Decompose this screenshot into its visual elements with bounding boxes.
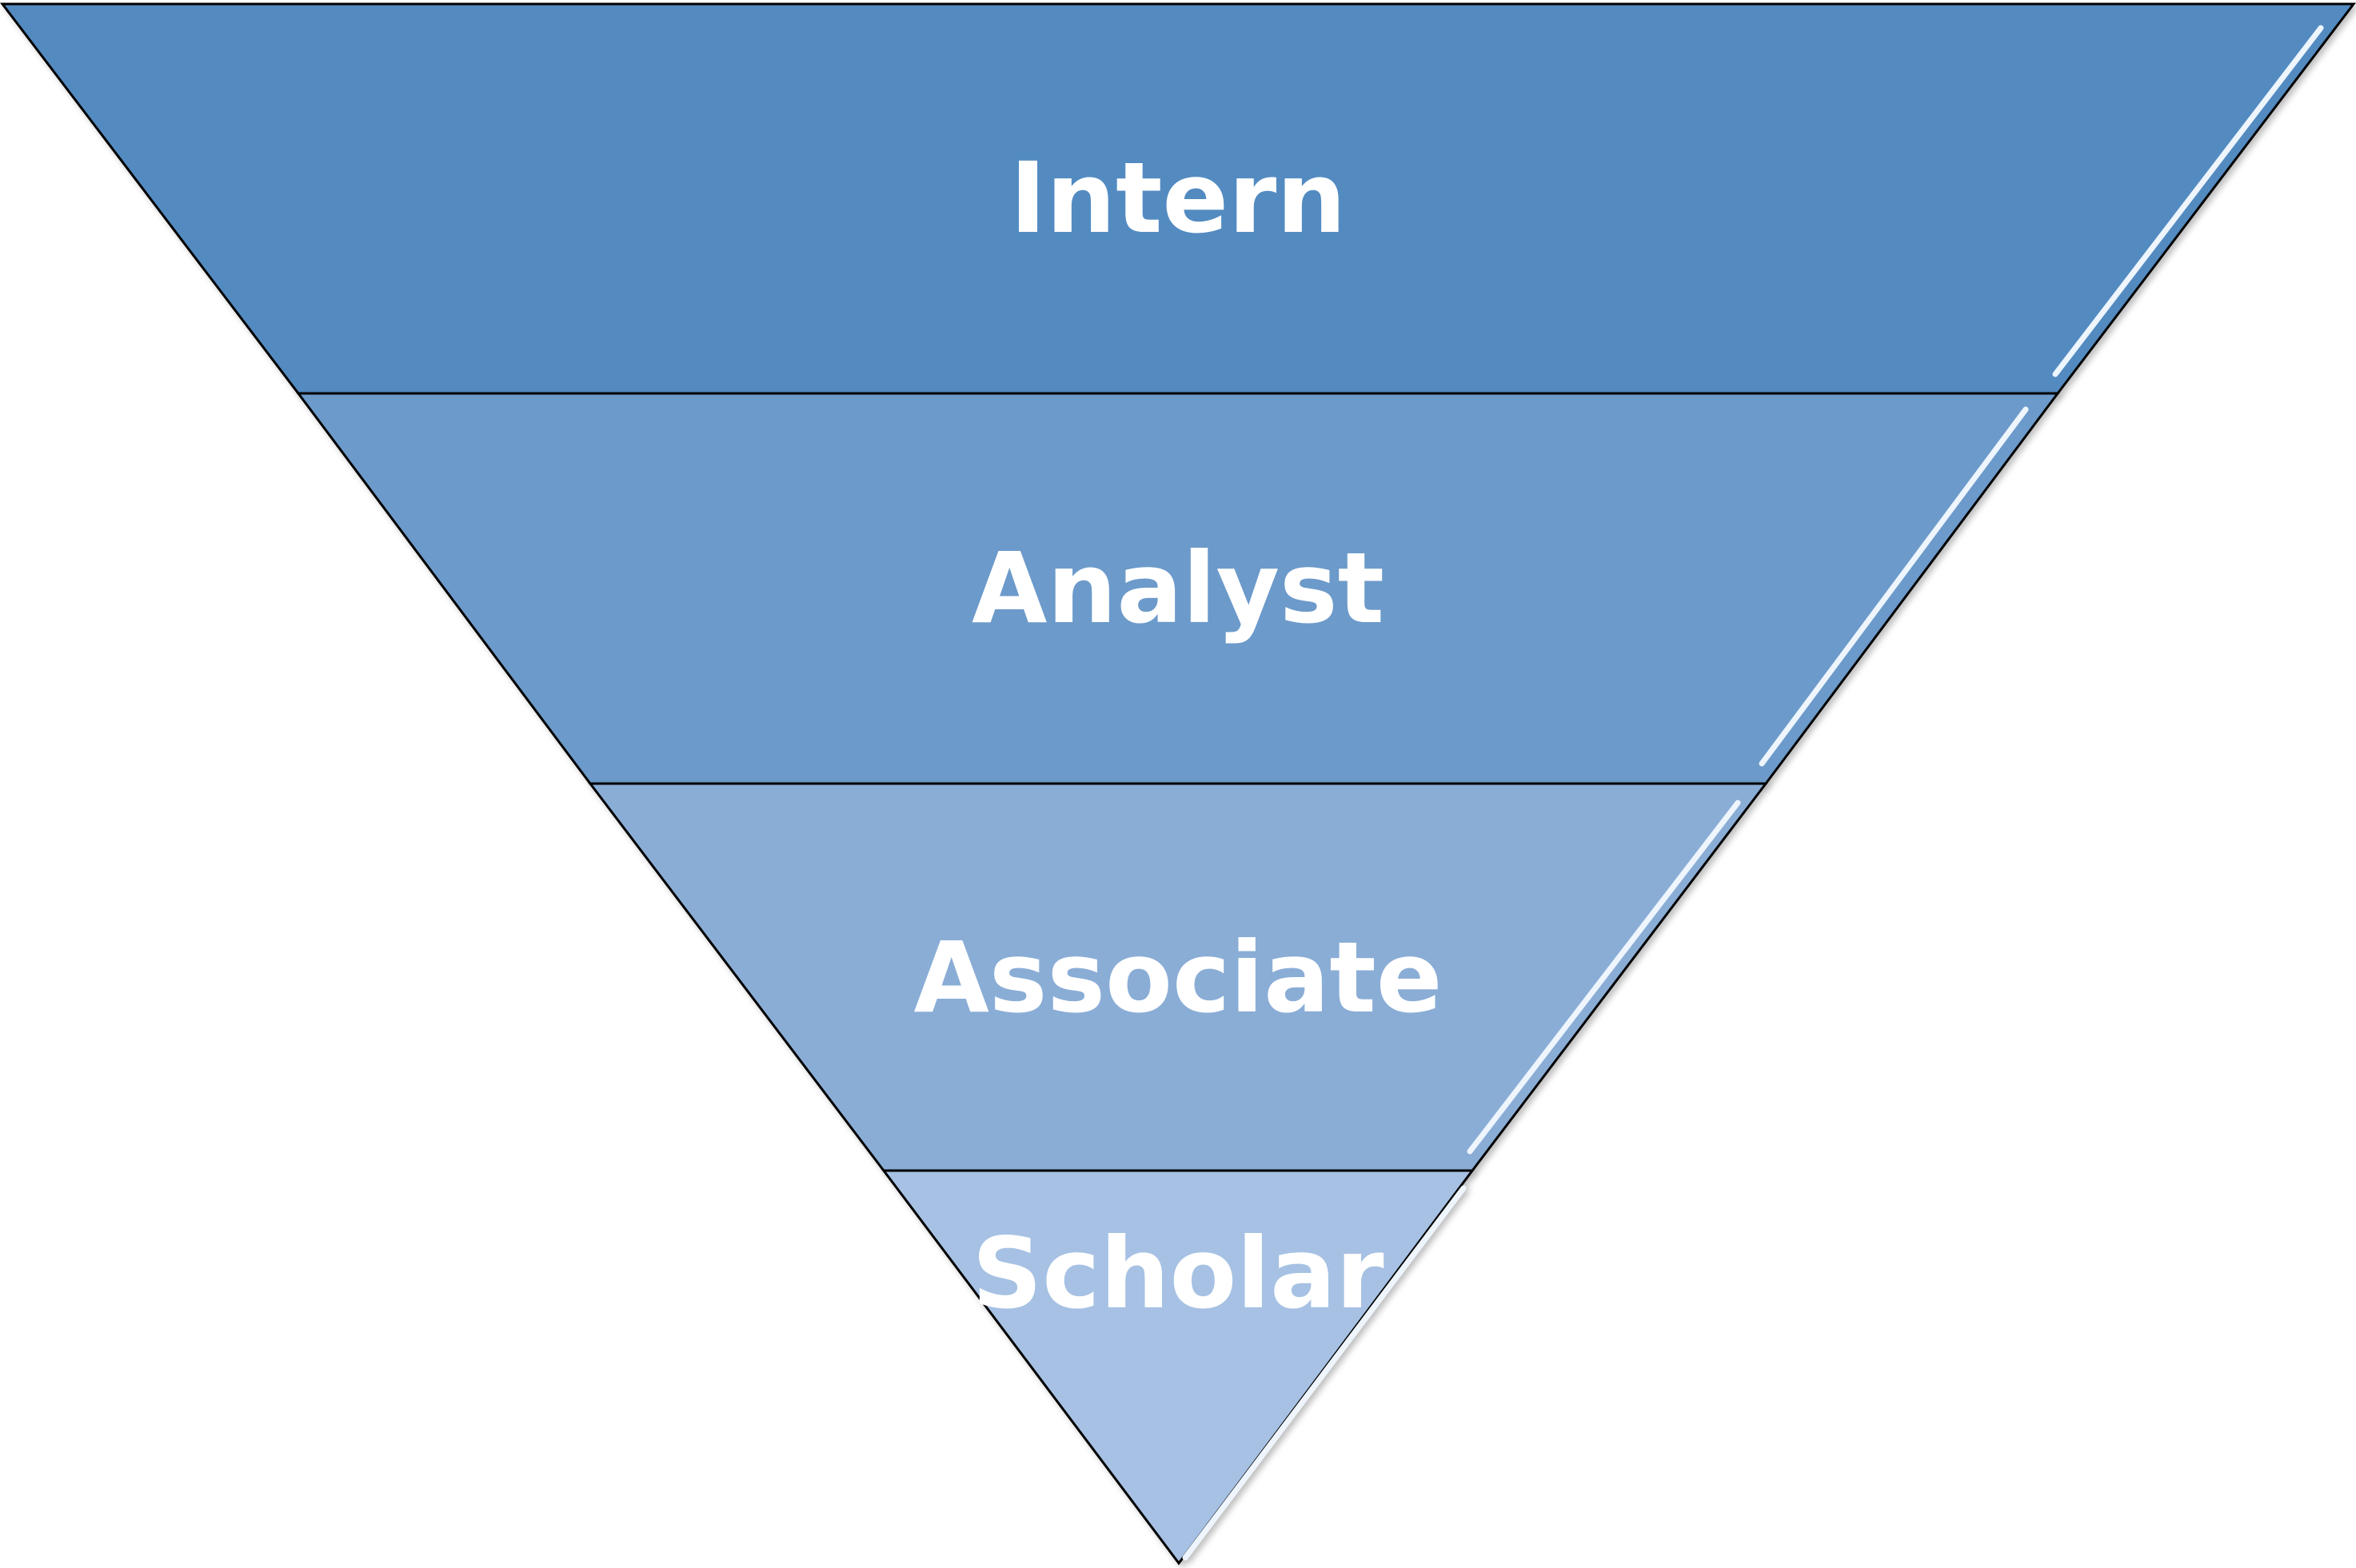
level-highlight-scholar (1182, 1185, 1467, 1561)
pyramid-level-intern: Intern (0, 2, 2356, 395)
level-label-analyst: Analyst (972, 532, 1384, 645)
pyramid-level-analyst: Analyst (296, 392, 2060, 785)
pyramid-level-associate: Associate (587, 782, 1769, 1172)
level-label-associate: Associate (914, 921, 1443, 1035)
level-highlight-intern (2052, 25, 2324, 377)
level-label-scholar: Scholar (972, 1217, 1384, 1331)
level-highlight-analyst (1759, 406, 2029, 767)
pyramid-level-scholar: Scholar (881, 1169, 1475, 1566)
level-highlight-associate (1467, 800, 1741, 1155)
level-label-intern: Intern (1010, 142, 1346, 255)
